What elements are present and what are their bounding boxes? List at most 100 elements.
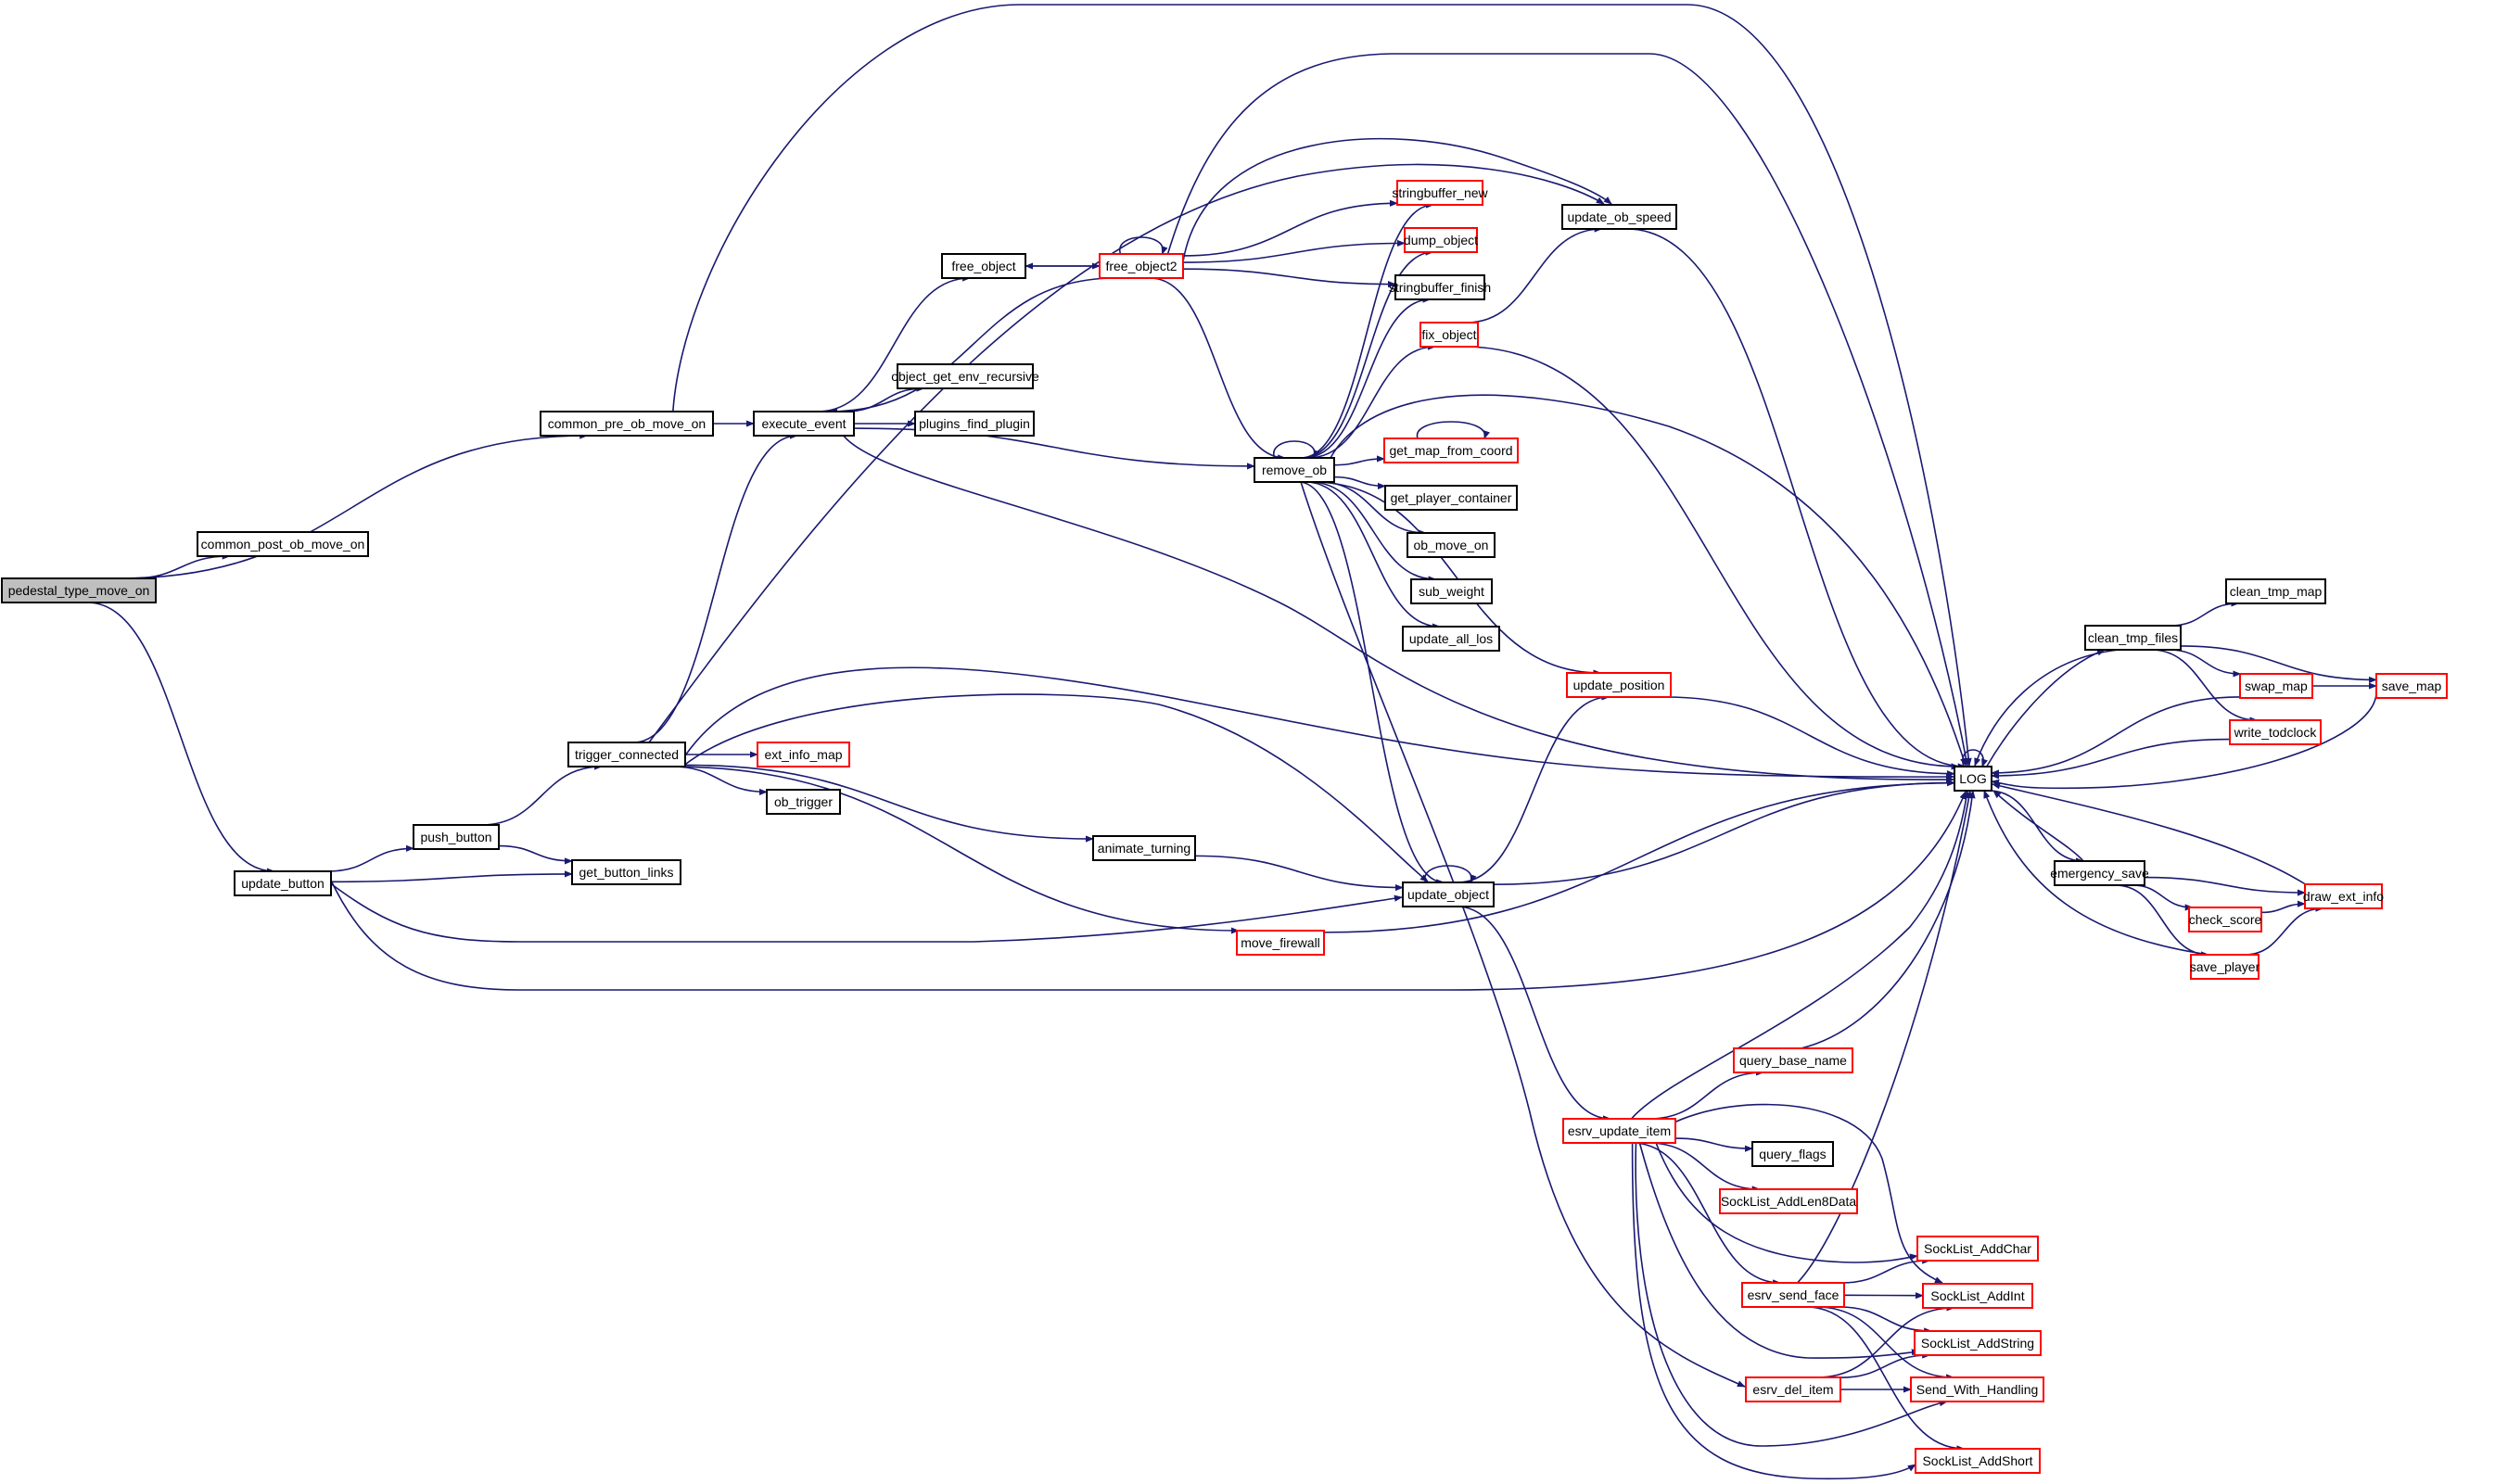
node-pedestal_type_move_on[interactable]: pedestal_type_move_on xyxy=(1,577,157,603)
node-get_map_from_coord[interactable]: get_map_from_coord xyxy=(1383,438,1519,463)
node-write_todclock[interactable]: write_todclock xyxy=(2229,719,2322,745)
node-free_object[interactable]: free_object xyxy=(941,253,1026,279)
edge-update_object-to-LOG xyxy=(1493,779,1955,885)
node-SockList_AddLen8Data[interactable]: SockList_AddLen8Data xyxy=(1719,1188,1858,1214)
node-plugins_find_plugin[interactable]: plugins_find_plugin xyxy=(914,411,1035,437)
node-ext_info_map[interactable]: ext_info_map xyxy=(757,742,850,767)
node-box xyxy=(1402,882,1495,907)
node-esrv_update_item[interactable]: esrv_update_item xyxy=(1562,1118,1676,1144)
node-box xyxy=(2084,625,2182,651)
edge-esrv_del_item-to-SockList_AddString xyxy=(1839,1351,1931,1378)
node-swap_map[interactable]: swap_map xyxy=(2239,673,2313,699)
node-check_score[interactable]: check_score xyxy=(2188,907,2262,932)
node-draw_ext_info[interactable]: draw_ext_info xyxy=(2303,883,2384,909)
node-label: SockList_AddInt xyxy=(1930,1288,2024,1303)
edge-common_pre_ob_move_on-to-LOG xyxy=(671,4,1972,767)
node-box xyxy=(1384,485,1518,511)
node-label: object_get_env_recursive xyxy=(891,369,1039,384)
edge-remove_ob-to-sub_weight xyxy=(1309,481,1437,583)
node-label: query_base_name xyxy=(1739,1053,1847,1068)
node-animate_turning[interactable]: animate_turning xyxy=(1092,835,1196,861)
node-update_position[interactable]: update_position xyxy=(1566,672,1672,698)
edge-free_object2-to-stringbuffer_finish xyxy=(1182,268,1396,288)
node-box xyxy=(1741,1282,1845,1308)
node-update_ob_speed[interactable]: update_ob_speed xyxy=(1561,204,1677,230)
edge-clean_tmp_files-to-swap_map xyxy=(2169,649,2242,678)
node-query_flags[interactable]: query_flags xyxy=(1751,1141,1834,1167)
node-clean_tmp_map[interactable]: clean_tmp_map xyxy=(2225,578,2326,604)
node-box xyxy=(1394,274,1485,300)
node-free_object2[interactable]: free_object2 xyxy=(1099,253,1184,279)
node-SockList_AddString[interactable]: SockList_AddString xyxy=(1914,1330,2042,1356)
node-sub_weight[interactable]: sub_weight xyxy=(1410,578,1493,604)
node-box xyxy=(1383,438,1519,463)
node-save_map[interactable]: save_map xyxy=(2375,673,2448,699)
node-trigger_connected[interactable]: trigger_connected xyxy=(567,742,686,767)
node-get_player_container[interactable]: get_player_container xyxy=(1384,485,1518,511)
node-dump_object[interactable]: dump_object xyxy=(1404,227,1478,253)
node-box xyxy=(1916,1236,2039,1262)
edge-write_todclock-to-LOG xyxy=(1991,738,2231,780)
node-execute_event[interactable]: execute_event xyxy=(753,411,855,437)
node-box xyxy=(234,870,332,896)
node-SockList_AddInt[interactable]: SockList_AddInt xyxy=(1922,1283,2033,1309)
node-remove_ob[interactable]: remove_ob xyxy=(1254,457,1335,483)
edge-save_player-to-LOG xyxy=(1983,790,2209,956)
node-box xyxy=(1745,1376,1841,1402)
edge-remove_ob-to-get_player_container xyxy=(1333,476,1386,489)
node-LOG[interactable]: LOG xyxy=(1954,766,1992,792)
node-box xyxy=(2054,860,2145,886)
node-box xyxy=(1419,322,1479,348)
node-emergency_save[interactable]: emergency_save xyxy=(2050,860,2149,886)
node-move_firewall[interactable]: move_firewall xyxy=(1236,930,1325,956)
node-box xyxy=(2225,578,2326,604)
node-box xyxy=(2239,673,2313,699)
node-Send_With_Handling[interactable]: Send_With_Handling xyxy=(1910,1376,2044,1402)
edge-fix_object-to-update_ob_speed xyxy=(1466,225,1603,323)
node-update_button[interactable]: update_button xyxy=(234,870,332,896)
node-stringbuffer_new[interactable]: stringbuffer_new xyxy=(1392,180,1489,206)
edge-esrv_send_face-to-SockList_AddChar xyxy=(1840,1257,1931,1284)
node-box xyxy=(1099,253,1184,279)
node-push_button[interactable]: push_button xyxy=(413,824,500,850)
node-box xyxy=(1719,1188,1858,1214)
node-box xyxy=(1914,1330,2042,1356)
node-SockList_AddChar[interactable]: SockList_AddChar xyxy=(1916,1236,2039,1262)
node-label: move_firewall xyxy=(1241,935,1320,950)
node-save_player[interactable]: save_player xyxy=(2190,954,2260,980)
edge-esrv_update_item-to-SockList_AddChar xyxy=(1655,1142,1918,1263)
node-box xyxy=(1562,1118,1676,1144)
edge-execute_event-to-remove_ob xyxy=(853,427,1255,470)
node-SockList_AddShort[interactable]: SockList_AddShort xyxy=(1915,1448,2041,1474)
node-stringbuffer_finish[interactable]: stringbuffer_finish xyxy=(1389,274,1491,300)
node-common_post_ob_move_on[interactable]: common_post_ob_move_on xyxy=(197,531,369,557)
node-box xyxy=(2190,954,2260,980)
node-ob_move_on[interactable]: ob_move_on xyxy=(1407,532,1496,558)
node-update_all_los[interactable]: update_all_los xyxy=(1402,626,1500,652)
node-box xyxy=(1410,578,1493,604)
node-object_get_env_recursive[interactable]: object_get_env_recursive xyxy=(891,363,1039,389)
node-esrv_send_face[interactable]: esrv_send_face xyxy=(1741,1282,1845,1308)
node-esrv_del_item[interactable]: esrv_del_item xyxy=(1745,1376,1841,1402)
node-box xyxy=(1561,204,1677,230)
node-label: animate_turning xyxy=(1098,841,1190,856)
edge-esrv_send_face-to-LOG xyxy=(1796,790,1973,1284)
node-update_object[interactable]: update_object xyxy=(1402,882,1495,907)
edge-trigger_connected-to-update_object xyxy=(684,693,1429,882)
edge-execute_event-to-LOG xyxy=(843,435,1954,783)
node-label: get_player_container xyxy=(1391,490,1512,505)
edge-save_player-to-draw_ext_info xyxy=(2245,905,2324,956)
node-label: fix_object xyxy=(1421,327,1476,342)
node-get_button_links[interactable]: get_button_links xyxy=(571,859,681,885)
edge-remove_ob-to-stringbuffer_finish xyxy=(1304,296,1432,459)
node-query_base_name[interactable]: query_base_name xyxy=(1733,1047,1853,1073)
node-fix_object[interactable]: fix_object xyxy=(1419,322,1479,348)
edge-free_object2-to-stringbuffer_new xyxy=(1182,199,1398,257)
node-box xyxy=(753,411,855,437)
node-clean_tmp_files[interactable]: clean_tmp_files xyxy=(2084,625,2182,651)
node-ob_trigger[interactable]: ob_trigger xyxy=(766,789,841,815)
node-label: esrv_update_item xyxy=(1568,1123,1671,1138)
edge-trigger_connected-to-move_firewall xyxy=(668,766,1240,934)
node-common_pre_ob_move_on[interactable]: common_pre_ob_move_on xyxy=(540,411,714,437)
